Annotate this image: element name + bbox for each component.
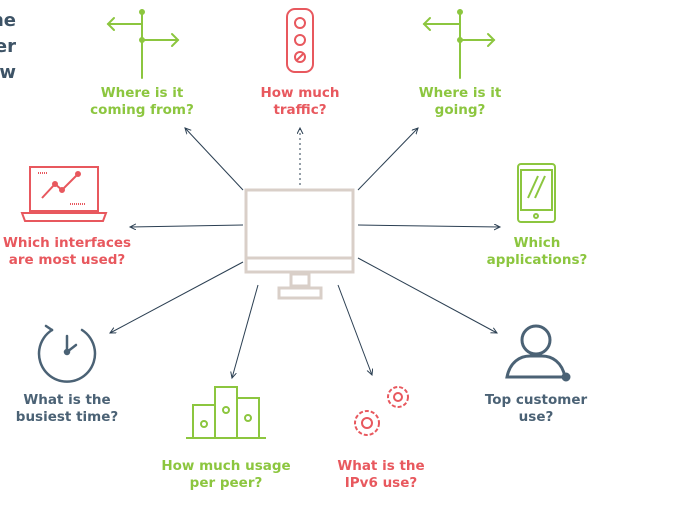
label-traffic: How much traffic? (245, 85, 355, 119)
signpost-icon (422, 9, 496, 79)
label-line: use? (518, 409, 554, 425)
signpost-icon (106, 9, 180, 79)
label-line: going? (434, 102, 486, 118)
connector-applications (357, 225, 500, 227)
tablet-icon (517, 163, 556, 223)
user-icon (505, 324, 571, 382)
label-line: Where is it (100, 85, 184, 101)
label-line: Which interfaces (2, 235, 132, 251)
label-line: per peer? (189, 475, 263, 491)
label-line: are most used? (8, 252, 126, 268)
label-line: IPv6 use? (344, 475, 418, 491)
label-source: Where is it coming from? (82, 85, 202, 119)
connector-lines (110, 128, 500, 378)
label-interfaces: Which interfaces are most used? (0, 235, 134, 269)
label-line: Top customer (484, 392, 588, 408)
monitor-icon (244, 188, 355, 300)
label-ipv6: What is the IPv6 use? (326, 458, 436, 492)
connector-source (185, 128, 244, 191)
connector-destination (357, 128, 418, 191)
connector-busiest (110, 261, 244, 333)
label-line: What is the (23, 392, 111, 408)
label-line: Where is it (418, 85, 502, 101)
connector-interfaces (130, 225, 244, 227)
label-busiest: What is the busiest time? (8, 392, 126, 426)
heading-line: er (0, 36, 16, 57)
label-line: traffic? (273, 102, 327, 118)
connector-customer (357, 257, 497, 333)
connector-peer (232, 284, 259, 378)
label-line: How much (260, 85, 340, 101)
label-line: What is the (337, 458, 425, 474)
podium-icon (186, 386, 266, 439)
label-line: Which (513, 235, 561, 251)
label-customer: Top customer use? (478, 392, 594, 426)
page-heading: he er w: (0, 8, 16, 86)
clock-icon (37, 324, 97, 383)
label-peer: How much usage per peer? (160, 458, 292, 492)
gears-icon (354, 386, 409, 436)
laptop-chart-icon (20, 166, 108, 222)
label-line: busiest time? (15, 409, 119, 425)
label-line: coming from? (90, 102, 194, 118)
label-destination: Where is it going? (405, 85, 515, 119)
label-applications: Which applications? (482, 235, 592, 269)
label-line: How much usage (161, 458, 291, 474)
traffic-light-icon (286, 8, 314, 73)
heading-line: he (0, 10, 16, 31)
label-line: applications? (486, 252, 588, 268)
heading-line: w: (0, 62, 16, 83)
connector-ipv6 (337, 284, 372, 375)
